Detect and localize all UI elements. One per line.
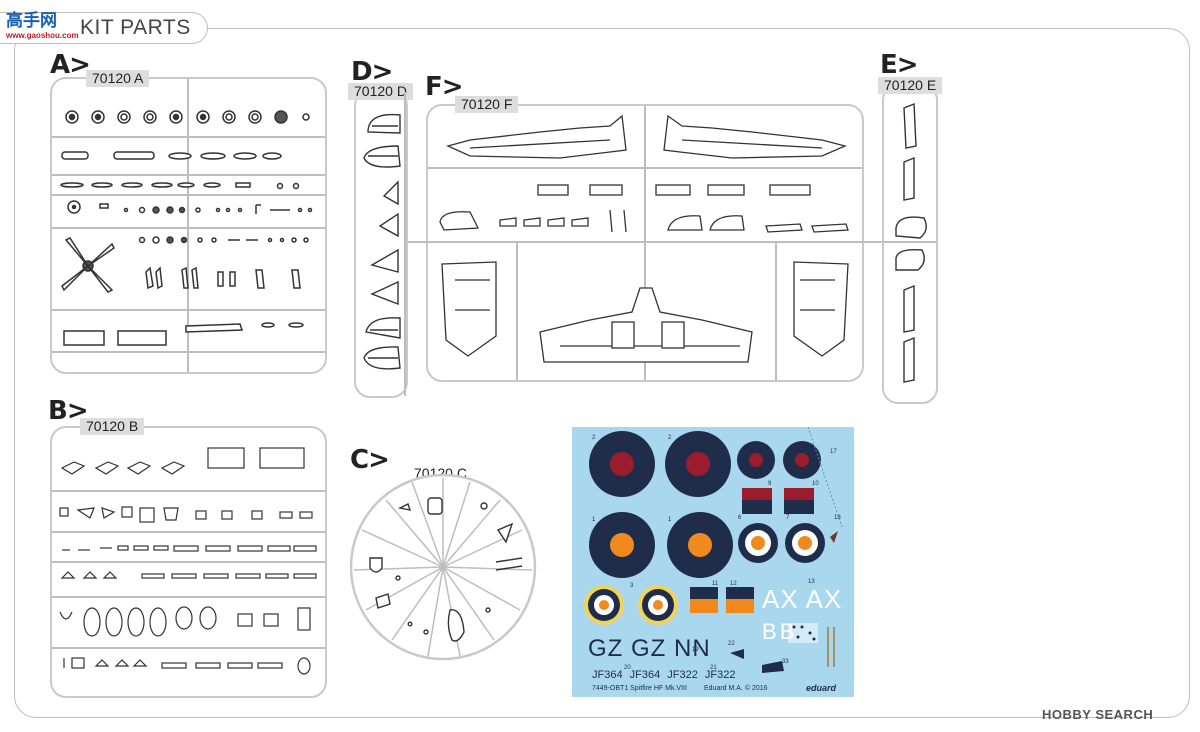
decal-num-2b: 2 (668, 435, 672, 441)
page-title: KIT PARTS (80, 16, 191, 39)
decal-brand: eduard (806, 683, 837, 693)
decal-num-20: 20 (624, 665, 631, 671)
decal-num-6: 6 (738, 515, 742, 521)
decal-num-3: 3 (630, 583, 634, 589)
decal-num-19: 19 (692, 647, 699, 653)
decal-serial-4: JF322 (704, 669, 736, 681)
decal-code-b-1: B (762, 619, 780, 644)
sprue-e-label: 70120 E (878, 77, 943, 94)
decal-serial-2: JF364 (629, 669, 661, 681)
decal-code-n-1: N (674, 635, 693, 662)
decal-code-n-2: N (692, 635, 711, 662)
decal-num-12: 12 (730, 581, 737, 587)
sprue-d-label: 70120 D (348, 83, 413, 100)
hobby-search-watermark: HOBBY SEARCH (1042, 707, 1154, 722)
decal-serial-1: JF364 (592, 669, 623, 681)
sprue-f-label: 70120 F (455, 96, 519, 113)
decal-sheet: AX AX BB GZ GZ NN JF364 JF364 JF322 JF32… (572, 427, 854, 697)
decal-code-ax-1: AX (762, 584, 799, 614)
decal-serial-3: JF322 (667, 669, 698, 681)
sprue-a-label: 70120 A (86, 70, 150, 87)
section-c-letter: C> (350, 445, 390, 475)
section-d-letter: D> (351, 57, 393, 87)
decal-num-2: 2 (592, 435, 596, 441)
logo-chinese-text: 高手网 (6, 11, 57, 31)
decal-num-33: 33 (782, 659, 789, 665)
decal-footer-left: 7449-OBT1 Spitfire HF Mk.VIII (592, 685, 687, 692)
section-e-letter: E> (880, 50, 919, 80)
decal-num-1: 1 (592, 517, 596, 523)
decal-code-b-2: B (779, 619, 798, 644)
decal-num-1b: 1 (668, 517, 672, 523)
decal-num-9: 9 (768, 481, 772, 487)
decal-code-gz-1: GZ (588, 635, 624, 662)
decal-code-ax-2: AX (805, 584, 843, 614)
decal-num-11: 11 (712, 581, 719, 587)
decal-footer-right: Eduard M.A. © 2016 (704, 685, 768, 692)
section-a-letter: A> (50, 50, 91, 80)
decal-code-gz-2: GZ (631, 635, 667, 662)
decal-num-22: 22 (728, 641, 735, 647)
decal-num-21: 21 (710, 665, 717, 671)
decal-num-13: 13 (808, 579, 815, 585)
decal-roundels (584, 427, 843, 673)
logo-url-text: www.gaoshou.com (6, 31, 79, 40)
sprue-b-label: 70120 B (80, 418, 145, 435)
decal-num-17: 17 (830, 449, 837, 455)
sprue-d-frame (354, 90, 408, 398)
site-logo: 高手网 www.gaoshou.com (6, 6, 79, 40)
decal-num-7: 7 (786, 515, 790, 521)
decal-num-18: 18 (834, 515, 841, 521)
page-frame (14, 28, 1190, 718)
title-tab (0, 12, 208, 44)
decal-num-10: 10 (812, 481, 819, 487)
